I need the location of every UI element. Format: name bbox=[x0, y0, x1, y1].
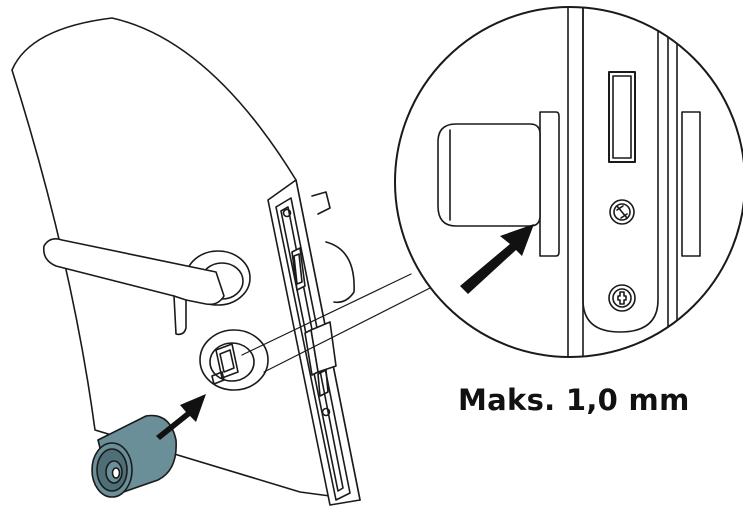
cylinder-illustration bbox=[91, 414, 177, 498]
max-gap-caption: Maks. 1,0 mm bbox=[458, 383, 690, 417]
zoom-arrow-icon bbox=[460, 224, 534, 294]
screw-icon bbox=[321, 407, 331, 417]
screw-icon bbox=[609, 199, 635, 225]
insert-arrow-icon bbox=[156, 394, 206, 440]
detail-zoom-circle bbox=[394, 6, 743, 358]
screw-icon bbox=[608, 284, 636, 312]
door-illustration bbox=[11, 17, 361, 506]
screw-icon bbox=[282, 208, 292, 218]
callout-lines bbox=[241, 273, 433, 373]
